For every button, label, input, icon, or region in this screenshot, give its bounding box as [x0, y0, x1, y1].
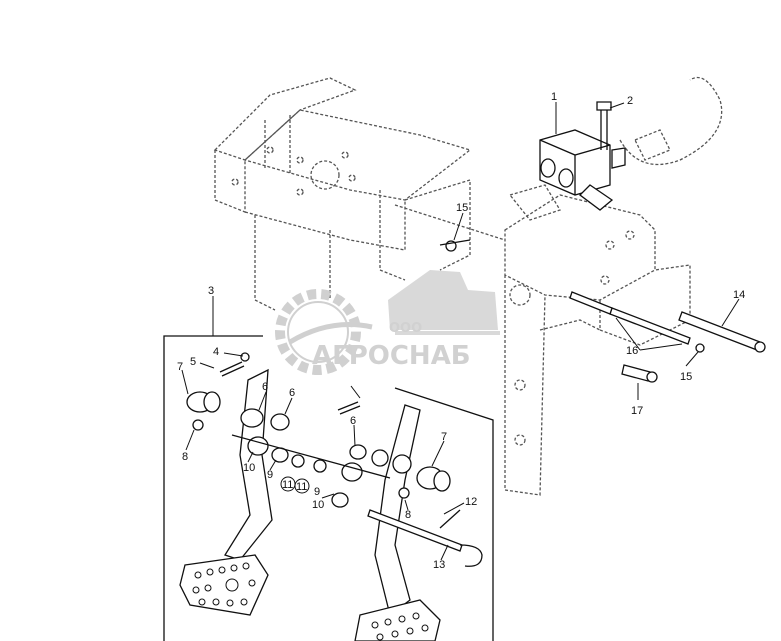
callout-labels: 1 2 3 4 5 6 6 6 7 7 8 8 9 9 10 10 11 11 …	[177, 91, 745, 571]
callout-14: 14	[733, 289, 745, 301]
callout-10-a: 10	[243, 462, 255, 474]
bolt-part	[596, 101, 612, 150]
sensor-part	[539, 129, 626, 211]
leader-lines	[181, 102, 740, 561]
callout-11-b: 11	[296, 481, 307, 493]
callout-9-b: 9	[314, 486, 320, 498]
rod-13-and-pin-12	[367, 509, 483, 567]
callout-4: 4	[213, 346, 219, 358]
callout-11-a: 11	[282, 479, 293, 491]
callout-16: 16	[626, 345, 638, 357]
gear-logo-icon	[275, 289, 373, 375]
watermark-company-text: АГРОСНАБ	[312, 341, 471, 371]
callout-13: 13	[433, 559, 445, 571]
callout-8-b: 8	[405, 509, 411, 521]
callout-1: 1	[551, 91, 557, 103]
callout-2: 2	[627, 95, 633, 107]
watermark-prefix-text: ООО	[389, 321, 422, 336]
callout-17: 17	[631, 405, 643, 417]
brake-pedal-right	[354, 404, 441, 641]
callout-7-a: 7	[177, 361, 183, 373]
callout-6-c: 6	[350, 415, 356, 427]
company-watermark: ООО АГРОСНАБ	[275, 270, 500, 375]
pedal-assembly-frame	[163, 335, 494, 641]
bolt-17-part	[621, 364, 658, 383]
callout-8-a: 8	[182, 451, 188, 463]
callout-9-a: 9	[267, 469, 273, 481]
bushings-and-spacers	[186, 352, 451, 508]
callout-5: 5	[190, 356, 196, 368]
callout-circles	[280, 476, 310, 494]
callout-3: 3	[208, 285, 214, 297]
callout-15-b: 15	[680, 371, 692, 383]
callout-12: 12	[465, 496, 477, 508]
callout-15-a: 15	[456, 202, 468, 214]
tractor-frame-dashed	[213, 76, 723, 496]
rods-part	[569, 291, 766, 353]
callout-6-a: 6	[262, 381, 268, 393]
callout-7-b: 7	[441, 431, 447, 443]
callout-10-b: 10	[312, 499, 324, 511]
clip-15-part	[439, 239, 471, 252]
callout-6-b: 6	[289, 387, 295, 399]
harvester-logo-icon	[388, 270, 500, 335]
